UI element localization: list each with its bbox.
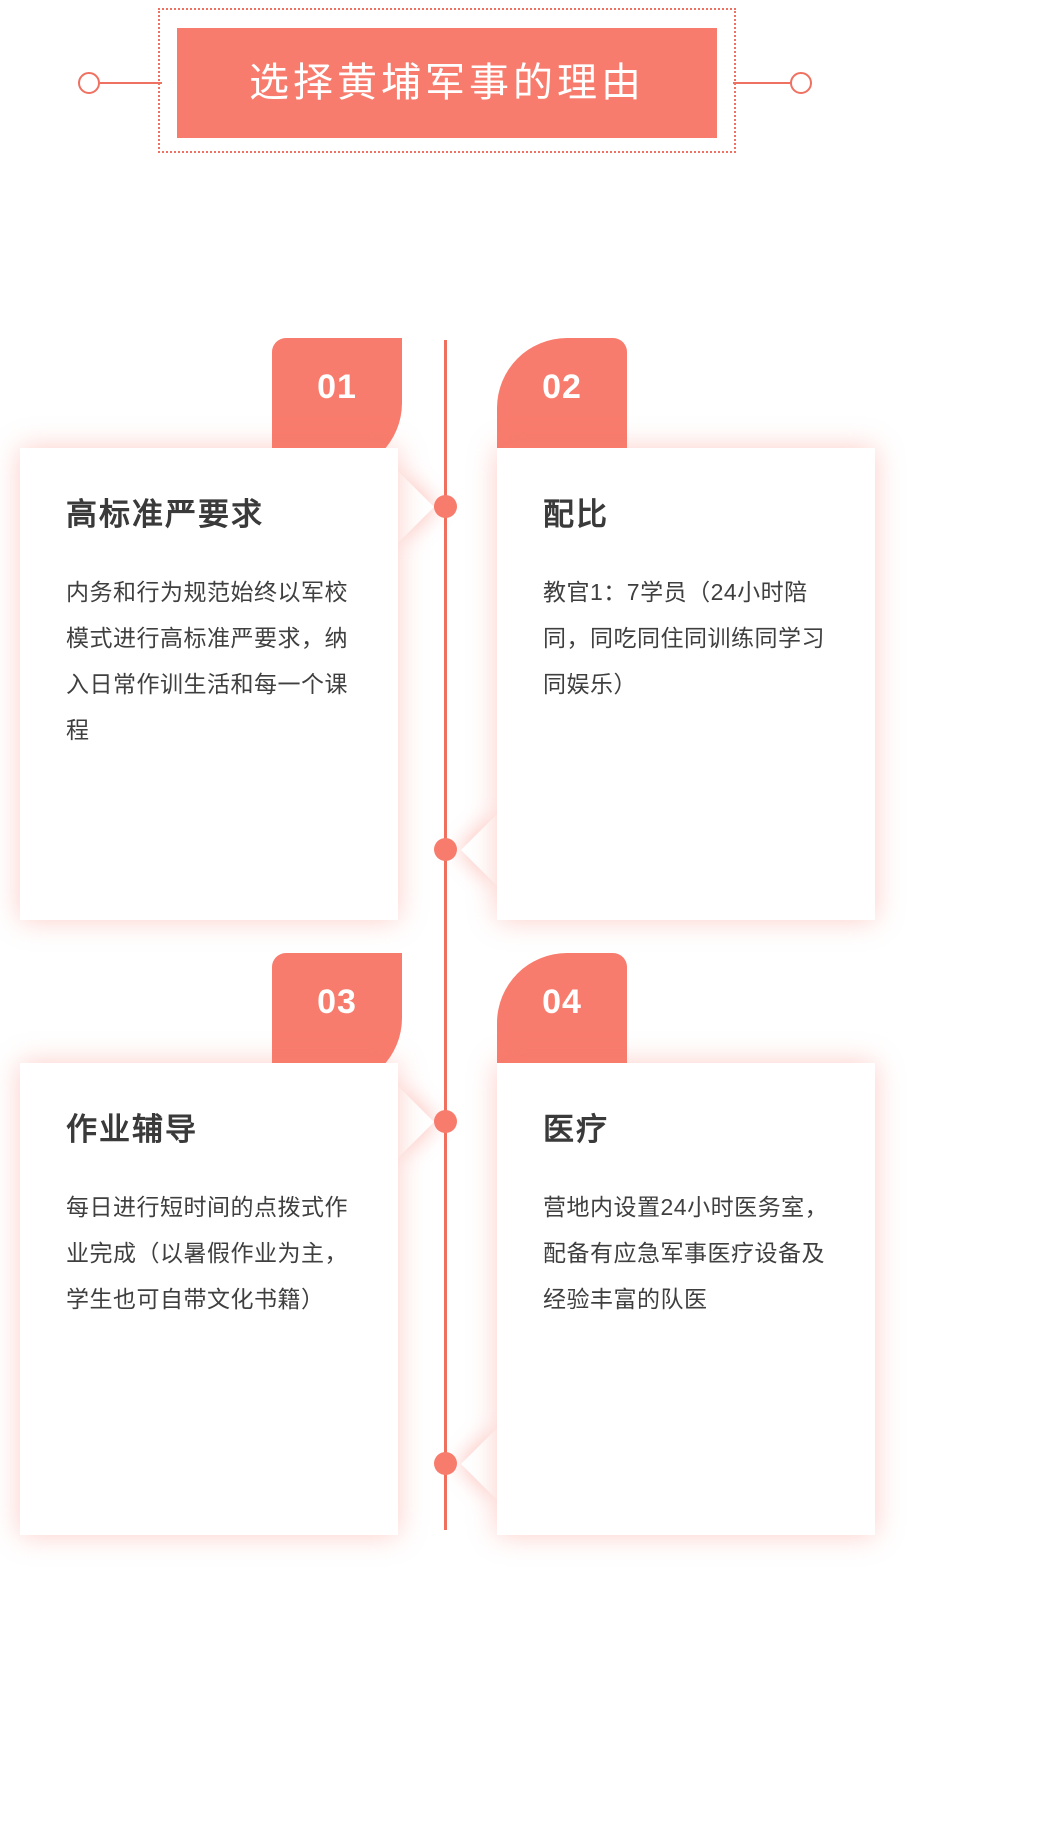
header-section: 选择黄埔军事的理由	[0, 0, 1043, 170]
card-body: 营地内设置24小时医务室，配备有应急军事医疗设备及经验丰富的队医	[543, 1194, 829, 1313]
header-left-circle-icon	[78, 72, 100, 94]
card-1-arrow-icon	[398, 471, 434, 543]
content-card-04[interactable]: 医疗 营地内设置24小时医务室，配备有应急军事医疗设备及经验丰富的队医	[497, 1063, 875, 1535]
header-title-bar: 选择黄埔军事的理由	[177, 28, 717, 138]
card-body: 内务和行为规范始终以军校模式进行高标准严要求，纳入日常作训生活和每一个课程	[66, 579, 348, 744]
card-title: 高标准严要求	[66, 497, 264, 532]
header-left-connector-line	[100, 82, 162, 84]
header-dotted-frame	[158, 8, 736, 153]
timeline-dot-3	[434, 1110, 457, 1133]
timeline-dot-1	[434, 495, 457, 518]
card-2-arrow-icon	[461, 814, 497, 886]
header-right-circle-icon	[790, 72, 812, 94]
timeline-dot-4	[434, 1452, 457, 1475]
page-title: 选择黄埔军事的理由	[249, 61, 645, 105]
header-right-connector-line	[733, 82, 795, 84]
card-body: 每日进行短时间的点拨式作业完成（以暑假作业为主，学生也可自带文化书籍）	[66, 1194, 348, 1313]
content-card-03[interactable]: 作业辅导 每日进行短时间的点拨式作业完成（以暑假作业为主，学生也可自带文化书籍）	[20, 1063, 398, 1535]
card-3-arrow-icon	[398, 1086, 434, 1158]
timeline-vertical-line	[444, 340, 447, 1530]
timeline-dot-2	[434, 838, 457, 861]
card-body: 教官1：7学员（24小时陪同，同吃同住同训练同学习同娱乐）	[543, 579, 825, 698]
card-title: 配比	[543, 497, 609, 532]
card-4-arrow-icon	[461, 1428, 497, 1500]
card-title: 作业辅导	[66, 1112, 198, 1147]
content-card-01[interactable]: 高标准严要求 内务和行为规范始终以军校模式进行高标准严要求，纳入日常作训生活和每…	[20, 448, 398, 920]
card-title: 医疗	[543, 1112, 609, 1147]
content-card-02[interactable]: 配比 教官1：7学员（24小时陪同，同吃同住同训练同学习同娱乐）	[497, 448, 875, 920]
